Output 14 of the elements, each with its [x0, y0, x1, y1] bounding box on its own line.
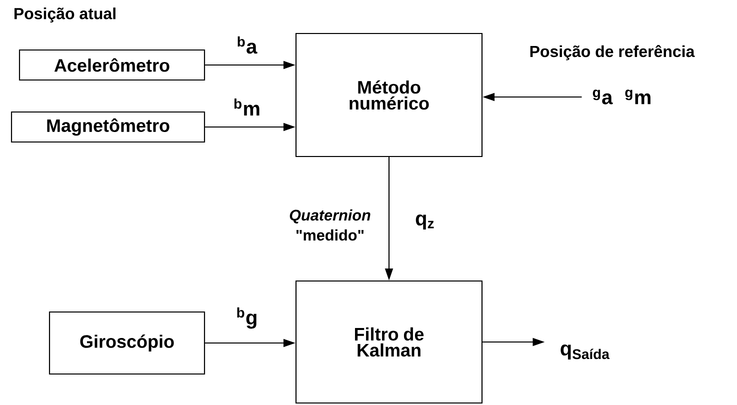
edge-label: $^{b}$a: [236, 35, 258, 55]
signal-label: $^{g}$a $^{g}$m: [592, 90, 650, 104]
process-box: Filtro de Kalman: [295, 280, 483, 404]
note: Quaternion "medido": [290, 209, 370, 241]
edge-label: q$_{z}$: [414, 213, 436, 231]
heading: Posição atual: [14, 8, 116, 22]
process-box: Magnetômetro: [10, 111, 206, 143]
process-box: Método numérico: [295, 32, 483, 158]
edge-label: $^{b}$m: [232, 97, 262, 117]
process-box: Acelerômetro: [18, 49, 206, 81]
process-box: Giroscópio: [48, 311, 206, 375]
edge-label: $^{b}$g: [234, 306, 260, 330]
node-label: Posição de referência: [530, 45, 695, 60]
signal-label: q$_{Saída}$: [560, 344, 610, 360]
